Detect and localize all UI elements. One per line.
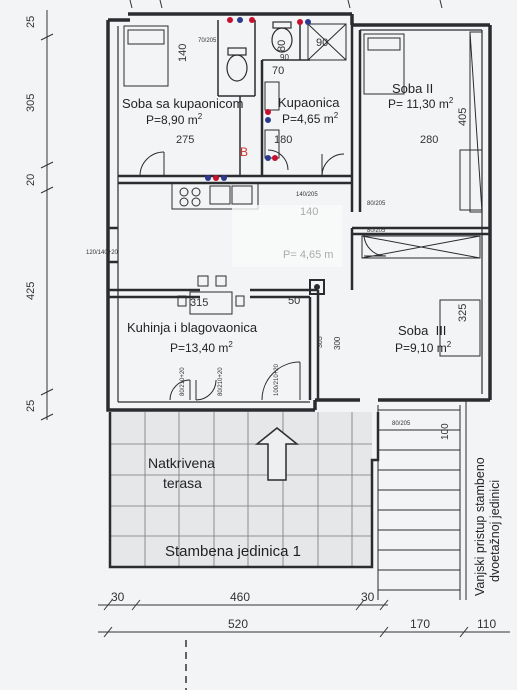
left-dimension-chain <box>40 10 54 421</box>
outer-walls <box>106 12 492 412</box>
wc-fixture-2 <box>271 21 293 53</box>
terrace-floor <box>110 412 372 567</box>
dim-left-425: 425 <box>25 282 37 300</box>
dim-top-90: 90 <box>316 37 328 49</box>
door-mark-1: 70/205 <box>198 38 217 44</box>
bathroom-partitions <box>217 20 310 176</box>
bottom-dimension-chain <box>98 599 510 638</box>
dim-left-25-bottom: 25 <box>25 400 37 412</box>
shower-tray <box>307 23 347 61</box>
dim-300: 300 <box>333 336 342 350</box>
room-name-soba-2: Soba II <box>392 81 433 96</box>
mark-b: B <box>240 145 248 159</box>
terrace-tiles <box>110 412 372 567</box>
room-area-soba-kupaonica: P=8,90 m2 <box>146 112 203 127</box>
dim-280: 280 <box>420 134 438 146</box>
side-label-1: Vanjski pristup stambeno <box>473 457 487 596</box>
terrace-label-2: terasa <box>163 475 202 491</box>
dim-bottom-30-right: 30 <box>361 590 375 604</box>
chimney-flue <box>314 284 320 290</box>
dim-top-70: 70 <box>272 65 284 77</box>
door-mark-3: 80/205 <box>367 228 386 234</box>
entry-arrow <box>254 427 300 481</box>
door-mark-5: 120/140+20 <box>86 250 119 256</box>
bed-soba-2 <box>363 33 405 95</box>
dim-140: 140 <box>177 44 189 62</box>
room-name-soba-3: Soba III <box>398 323 446 338</box>
room-area-kupaonica: P=4,65 m2 <box>282 111 339 126</box>
dim-bottom-110: 110 <box>477 617 496 631</box>
room-name-kupaonica: Kupaonica <box>278 95 340 110</box>
dim-top-80: 80 <box>276 40 288 52</box>
correction-patch <box>232 205 342 267</box>
wardrobe-soba-3 <box>361 235 481 357</box>
dim-bottom-170: 170 <box>410 617 430 631</box>
dim-bottom-520: 520 <box>228 617 248 631</box>
dim-50: 50 <box>288 295 300 307</box>
external-stairs <box>377 400 467 600</box>
unit-label: Stambena jedinica 1 <box>165 543 301 560</box>
bed-soba-kupaonica <box>123 25 169 87</box>
dim-305-small: 305 <box>317 336 324 348</box>
room-name-kuhinja: Kuhinja i blagovaonica <box>127 320 258 335</box>
dim-left-20: 20 <box>25 174 37 186</box>
side-label-2: dvoetažnoj jedinici <box>488 480 502 582</box>
dim-bottom-460: 460 <box>230 590 250 604</box>
door-mark-8: 100/210+20 <box>274 363 280 396</box>
door-mark-10: 100 <box>440 423 451 440</box>
interior-walls <box>108 25 490 400</box>
dim-405: 405 <box>457 108 469 126</box>
dining-table <box>177 275 245 315</box>
dim-left-25-top: 25 <box>25 16 37 28</box>
room-area-kuhinja: P=13,40 m2 <box>170 340 233 355</box>
chimney <box>309 279 325 295</box>
dim-bottom-30-left: 30 <box>111 590 125 604</box>
room-area-soba-3: P=9,10 m2 <box>395 340 452 355</box>
doors <box>139 149 387 401</box>
hall-faded-dim: 140 <box>300 206 318 218</box>
dim-left-305: 305 <box>25 94 37 112</box>
room-area-soba-2: P= 11,30 m2 <box>388 96 454 111</box>
door-mark-2: 80/205 <box>367 201 386 207</box>
dim-325: 325 <box>457 304 469 322</box>
hall-faded-area: P= 4,65 m <box>283 249 333 261</box>
door-mark-6: 80/210+20 <box>180 367 186 396</box>
top-edge-hatching <box>129 0 443 9</box>
terrace-label-1: Natkrivena <box>148 455 215 471</box>
room-name-soba-kupaonica: Soba sa kupaonicom <box>122 96 243 111</box>
door-mark-4: 80/205 <box>392 421 411 427</box>
wc-fixture <box>226 47 248 82</box>
door-mark-7: 80/210+20 <box>218 367 224 396</box>
dim-275: 275 <box>176 134 194 146</box>
wardrobe-soba-2 <box>459 31 483 213</box>
kitchen-counter <box>171 182 259 210</box>
dim-315: 315 <box>190 297 208 309</box>
dim-180: 180 <box>274 134 292 146</box>
pipe-markers <box>205 17 311 181</box>
door-mark-9: 140/205 <box>296 192 318 198</box>
dim-top-90b: 90 <box>280 53 289 62</box>
